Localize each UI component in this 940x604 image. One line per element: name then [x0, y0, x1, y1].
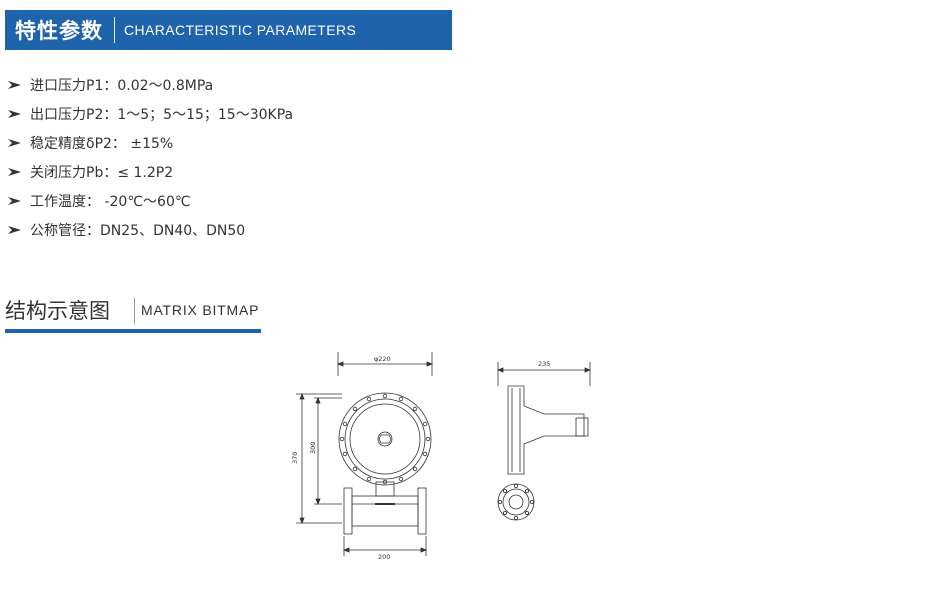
dim-diameter-label: φ220 — [374, 355, 391, 363]
structure-diagram: φ220 370 300 200 235 — [291, 352, 592, 561]
arrow-bullet-icon — [8, 109, 21, 118]
title-divider — [134, 298, 135, 324]
param-text: 关闭压力Pb：≤ 1.2P2 — [30, 164, 174, 181]
list-item: 工作温度： -20℃～60℃ — [8, 186, 293, 215]
param-text: 进口压力P1：0.02～0.8MPa — [30, 77, 214, 94]
section-title-cn: 特性参数 — [15, 19, 103, 43]
arrow-bullet-icon — [8, 80, 21, 89]
list-item: 公称管径：DN25、DN40、DN50 — [8, 215, 293, 244]
param-text: 工作温度： -20℃～60℃ — [30, 193, 191, 210]
dim-side-width-label: 235 — [538, 360, 550, 368]
param-text: 公称管径：DN25、DN40、DN50 — [30, 222, 246, 239]
parameter-list: 进口压力P1：0.02～0.8MPa 出口压力P2：1～5；5～15；15～30… — [8, 70, 293, 244]
section-title-en: CHARACTERISTIC PARAMETERS — [124, 22, 357, 38]
list-item: 稳定精度δP2： ±15% — [8, 128, 293, 157]
arrow-bullet-icon — [8, 225, 21, 234]
param-text: 稳定精度δP2： ±15% — [30, 135, 174, 152]
section-title-en: MATRIX BITMAP — [141, 302, 260, 318]
arrow-bullet-icon — [8, 196, 21, 205]
title-divider — [114, 17, 115, 43]
dim-length-label: 200 — [378, 553, 390, 561]
param-text: 出口压力P2：1～5；5～15；15～30KPa — [30, 106, 294, 123]
list-item: 进口压力P1：0.02～0.8MPa — [8, 70, 293, 99]
dim-height-inner-label: 300 — [309, 442, 317, 454]
section-header-parameters: 特性参数 CHARACTERISTIC PARAMETERS — [5, 10, 452, 50]
section-title-cn: 结构示意图 — [5, 299, 110, 323]
list-item: 关闭压力Pb：≤ 1.2P2 — [8, 157, 293, 186]
arrow-bullet-icon — [8, 167, 21, 176]
list-item: 出口压力P2：1～5；5～15；15～30KPa — [8, 99, 293, 128]
dim-height-total-label: 370 — [291, 452, 299, 464]
section-header-structure: 结构示意图 MATRIX BITMAP — [5, 292, 261, 336]
section-underline — [5, 329, 261, 333]
arrow-bullet-icon — [8, 138, 21, 147]
